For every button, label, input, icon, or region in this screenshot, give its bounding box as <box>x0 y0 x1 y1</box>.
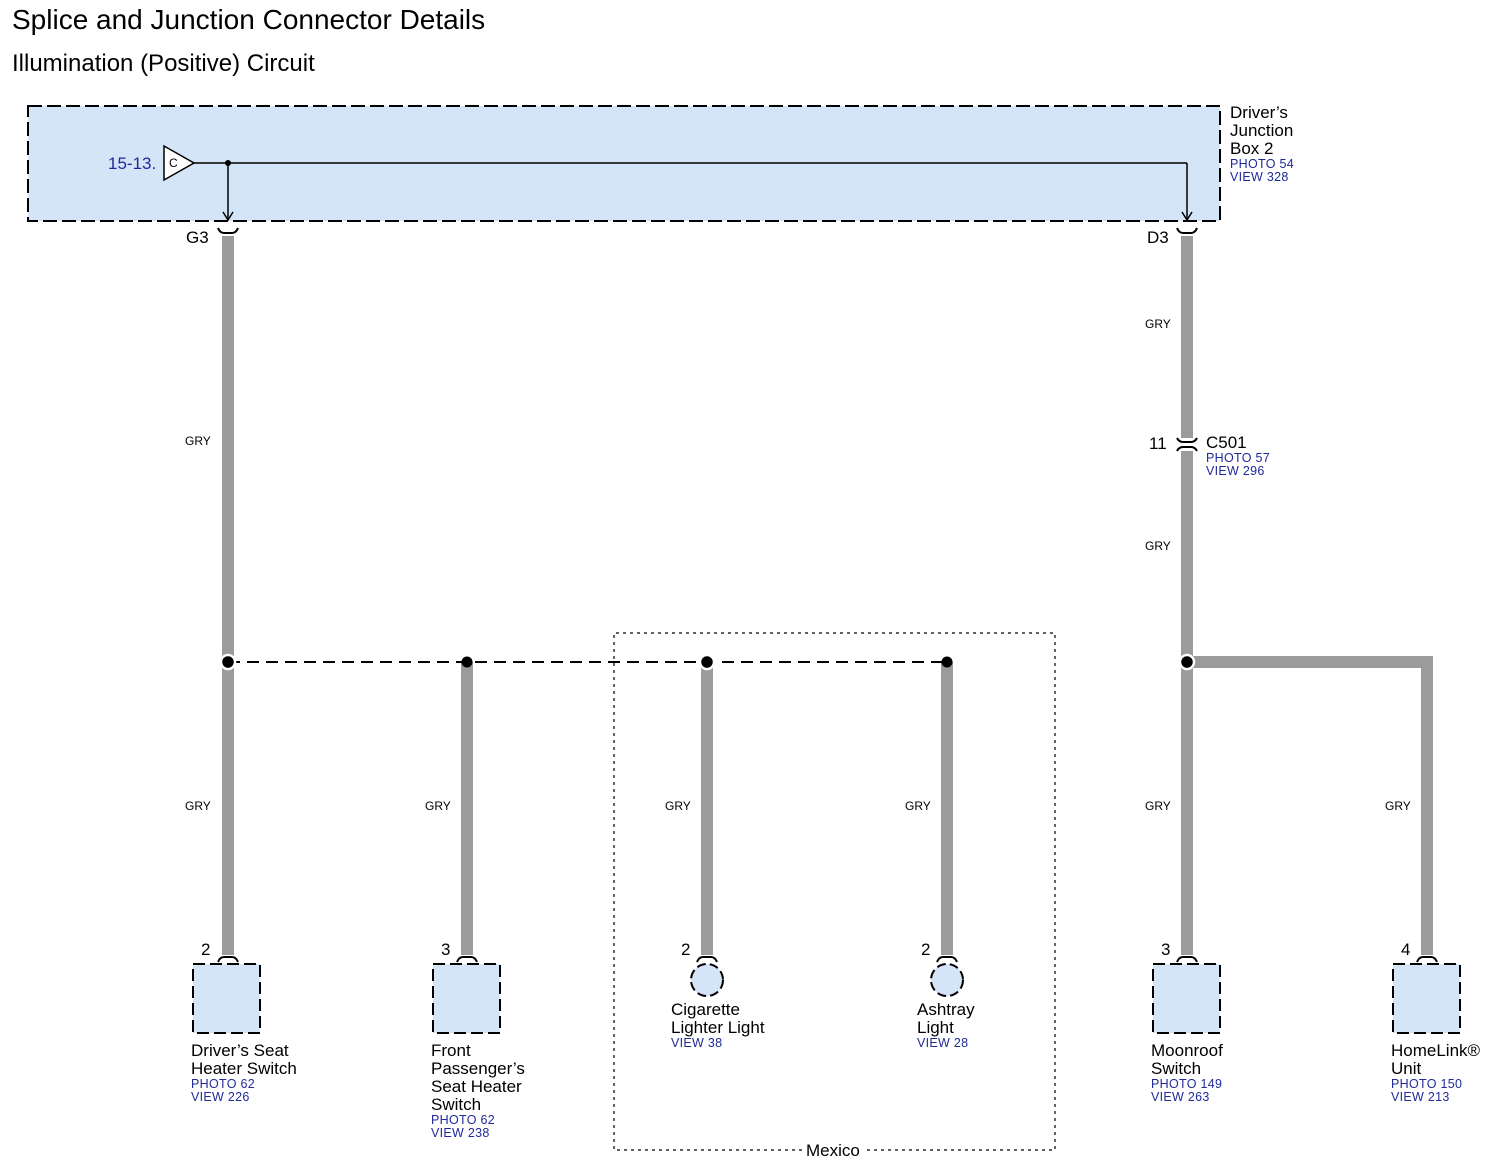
passenger-seat-heater-switch-icon <box>432 963 501 1034</box>
component-name-line: Switch <box>1151 1059 1202 1078</box>
splice-dot-cigarette <box>698 653 716 671</box>
component-name-line: Ashtray <box>917 1000 975 1019</box>
option-group-label: Mexico <box>806 1141 860 1160</box>
component-name-line: Passenger’s <box>431 1059 525 1078</box>
component-pin-number: 2 <box>921 940 931 959</box>
pin-cap-moonroof <box>1176 956 1198 963</box>
page-subtitle: Illumination (Positive) Circuit <box>12 50 315 77</box>
c501-view-link[interactable]: VIEW 296 <box>1206 464 1265 478</box>
component-view-link[interactable]: VIEW 213 <box>1391 1090 1450 1104</box>
pin-cap-drivers-seat <box>217 956 239 963</box>
c501-name: C501 <box>1206 433 1247 452</box>
component-pin-number: 3 <box>1161 940 1171 959</box>
component-name-line: Cigarette <box>671 1000 740 1019</box>
drivers-seat-heater-switch-icon <box>192 963 261 1034</box>
c501-cap-top <box>1176 437 1198 443</box>
wire-color-label: GRY <box>425 799 451 813</box>
input-connector-letter: C <box>169 156 178 170</box>
ashtray-bulb-icon <box>930 963 964 997</box>
component-pin-number: 3 <box>441 940 451 959</box>
page-title: Splice and Junction Connector Details <box>12 4 486 35</box>
terminal-d3-label: D3 <box>1147 228 1169 247</box>
component-name-line: Heater Switch <box>191 1059 297 1078</box>
component-view-link[interactable]: VIEW 226 <box>191 1090 250 1104</box>
junction-box-name-line: Junction <box>1230 121 1294 140</box>
component-photo-link[interactable]: PHOTO 149 <box>1151 1077 1223 1091</box>
splice-dot-passenger <box>461 656 473 668</box>
input-reference-link[interactable]: 15-13. <box>108 154 157 173</box>
junction-box-view-link[interactable]: VIEW 328 <box>1230 170 1289 184</box>
wire-color-label: GRY <box>905 799 931 813</box>
component-pin-number: 2 <box>681 940 691 959</box>
splice-dot-ashtray <box>941 656 953 668</box>
component-name-line: Lighter Light <box>671 1018 765 1037</box>
c501-photo-link[interactable]: PHOTO 57 <box>1206 451 1270 465</box>
arrow-left <box>222 211 234 222</box>
mexico-option-box <box>613 632 1056 1151</box>
component-view-link[interactable]: VIEW 38 <box>671 1036 723 1050</box>
junction-box-label: Driver’s Junction Box 2 PHOTO 54 VIEW 32… <box>1230 104 1294 184</box>
component-photo-link[interactable]: PHOTO 62 <box>191 1077 255 1091</box>
moonroof-switch-label: Moonroof Switch PHOTO 149 VIEW 263 <box>1151 1042 1223 1104</box>
passenger-seat-heater-switch-label: Front Passenger’s Seat Heater Switch PHO… <box>431 1042 525 1140</box>
splice-dot-right <box>1178 653 1196 671</box>
component-name-line: Seat Heater <box>431 1077 522 1096</box>
terminal-g3-cap <box>217 227 239 234</box>
wire-color-label: GRY <box>665 799 691 813</box>
terminal-g3-label: G3 <box>186 228 209 247</box>
pin-cap-passenger-seat <box>456 956 478 963</box>
wire-homelink-branch <box>1187 656 1433 955</box>
component-name-line: Unit <box>1391 1059 1422 1078</box>
pin-cap-homelink <box>1416 956 1438 963</box>
component-pin-number: 4 <box>1401 940 1411 959</box>
component-name-line: HomeLink® <box>1391 1041 1481 1060</box>
junction-box-name-line: Driver’s <box>1230 103 1288 122</box>
c501-cap-bottom <box>1176 446 1198 452</box>
drivers-seat-heater-switch-label: Driver’s Seat Heater Switch PHOTO 62 VIE… <box>191 1042 297 1104</box>
homelink-unit-icon <box>1392 963 1461 1034</box>
junction-box-name-line: Box 2 <box>1230 139 1274 158</box>
component-name-line: Switch <box>431 1095 482 1114</box>
terminal-d3-cap <box>1176 227 1198 234</box>
pin-cap-cigarette <box>696 956 718 963</box>
component-name-line: Moonroof <box>1151 1041 1223 1060</box>
cigarette-lighter-light-label: Cigarette Lighter Light VIEW 38 <box>671 1001 765 1050</box>
wire-color-label: GRY <box>185 799 211 813</box>
wire-color-label: GRY <box>1145 539 1171 553</box>
wire-color-label: GRY <box>1145 799 1171 813</box>
c501-label: C501 PHOTO 57 VIEW 296 <box>1206 434 1270 478</box>
splice-dot-left <box>219 653 237 671</box>
component-view-link[interactable]: VIEW 28 <box>917 1036 969 1050</box>
component-photo-link[interactable]: PHOTO 150 <box>1391 1077 1463 1091</box>
component-photo-link[interactable]: PHOTO 62 <box>431 1113 495 1127</box>
component-view-link[interactable]: VIEW 238 <box>431 1126 490 1140</box>
component-name-line: Light <box>917 1018 954 1037</box>
homelink-unit-label: HomeLink® Unit PHOTO 150 VIEW 213 <box>1391 1042 1480 1104</box>
moonroof-switch-icon <box>1152 963 1221 1034</box>
component-name-line: Front <box>431 1041 471 1060</box>
wire-color-label: GRY <box>1385 799 1411 813</box>
c501-pin-label: 11 <box>1149 434 1167 453</box>
wire-color-label: GRY <box>185 434 211 448</box>
cigarette-lighter-bulb-icon <box>690 963 724 997</box>
component-pin-number: 2 <box>201 940 211 959</box>
pin-cap-ashtray <box>936 956 958 963</box>
component-view-link[interactable]: VIEW 263 <box>1151 1090 1210 1104</box>
ashtray-light-label: Ashtray Light VIEW 28 <box>917 1001 975 1050</box>
junction-box-photo-link[interactable]: PHOTO 54 <box>1230 157 1294 171</box>
arrow-right <box>1181 211 1193 222</box>
wire-color-label: GRY <box>1145 317 1171 331</box>
input-connector-symbol <box>163 144 196 182</box>
component-name-line: Driver’s Seat <box>191 1041 289 1060</box>
